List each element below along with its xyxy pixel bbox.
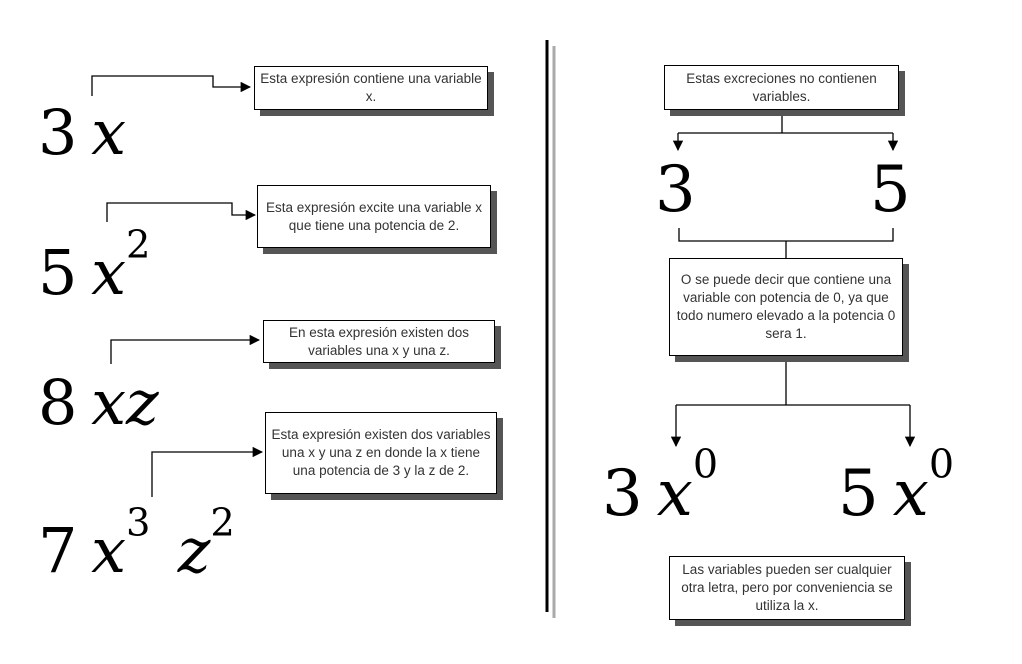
exponent: 0 [692,441,719,488]
note-text: Estas excreciones no contienen variables… [686,70,877,104]
variable-x: x [91,514,127,587]
top-note-box: Estas excreciones no contienen variables… [664,65,899,110]
note-box-4: Esta expresión existen dos variables una… [265,412,497,494]
arrow-expr-3 [110,334,261,364]
note-box-2: Esta expresión excite una variable x que… [257,185,491,248]
variable: x [656,457,693,531]
coefficient: 5 [838,457,879,531]
note-text: Esta expresión existen dos variables una… [271,427,491,478]
arrow-expr-1 [91,75,252,96]
note-text: En esta expresión existen dos variables … [288,324,470,358]
variable: x [91,236,127,309]
variable: x [892,457,929,531]
constants-bracket [678,228,894,242]
note-text: Esta expresión contiene una variable x. [260,71,482,104]
note-text: Las variables pueden ser cualquier otra … [681,562,893,613]
coefficient: 3 [38,96,78,169]
coefficient: 3 [602,457,643,531]
constant-3: 3 [655,153,696,227]
exponent: 0 [928,441,955,488]
arrow-expr-4 [151,446,264,497]
exponent: 2 [126,222,151,268]
variables: xz [91,366,159,439]
variable-z: z [177,514,211,587]
coefficient: 5 [38,236,78,309]
arrow-expr-2 [106,202,257,222]
note-box-1: Esta expresión contiene una variable x. [254,66,488,110]
variable: x [91,96,127,169]
note-box-3: En esta expresión existen dos variables … [263,320,495,363]
exponent-x: 3 [126,500,151,546]
bottom-note-box: Las variables pueden ser cualquier otra … [669,556,905,620]
exponent-z: 2 [210,500,235,546]
coefficient: 7 [38,514,78,587]
note-text: Esta expresión excite una variable x que… [265,199,483,233]
note-text: O se puede decir que contiene una variab… [676,272,896,341]
constant-5: 5 [870,153,911,227]
middle-note-box: O se puede decir que contiene una variab… [669,258,903,356]
coefficient: 8 [38,366,78,439]
